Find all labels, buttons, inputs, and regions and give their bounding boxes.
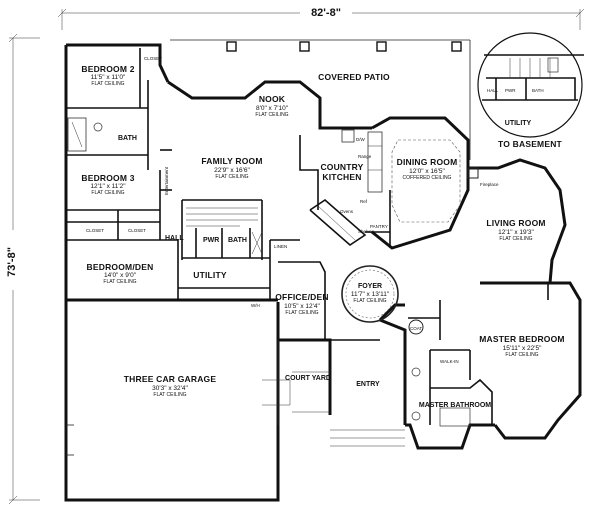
exterior-walls — [64, 43, 582, 502]
master-bath-label: MASTER BATHROOM — [419, 402, 491, 409]
ovens-label: Ovens — [340, 209, 354, 214]
overall-depth-label: 73'-8" — [6, 247, 18, 277]
interior-walls — [66, 48, 493, 456]
room-size: 10'5" x 12'4" — [284, 303, 320, 310]
closet-label: CLOSET — [144, 56, 162, 61]
hall-label: HALL — [165, 235, 184, 242]
room-office: OFFICE/DEN 10'5" x 12'4" FLAT CEILING — [275, 292, 328, 316]
room-name: BEDROOM 3 — [81, 173, 134, 183]
room-name: BEDROOM/DEN — [87, 262, 154, 272]
court-yard-label: COURT YARD — [285, 375, 331, 382]
fireplace-label: Fireplace — [480, 182, 499, 187]
room-name: LIVING ROOM — [486, 218, 545, 228]
room-size: 8'0" x 7'10" — [256, 105, 289, 112]
wh-label: W/H — [251, 303, 260, 308]
inset-hall-label: HALL — [487, 88, 499, 93]
room-foyer: FOYER 11'7" x 13'11" FLAT CEILING — [351, 283, 390, 304]
room-ceiling: FLAT CEILING — [499, 236, 532, 242]
inset-pwr-label: PWR — [505, 88, 516, 93]
linen-label: LINEN — [274, 244, 287, 249]
walk-in-label: WALK-IN — [440, 359, 459, 364]
room-living: LIVING ROOM 12'1" x 19'3" FLAT CEILING — [486, 218, 545, 242]
room-garage: THREE CAR GARAGE 30'3" x 32'4" FLAT CEIL… — [124, 374, 217, 398]
room-ceiling: FLAT CEILING — [215, 174, 248, 180]
inset-utility-label: UTILITY — [505, 120, 532, 127]
room-ceiling: FLAT CEILING — [153, 392, 186, 398]
room-size: 11'5" x 11'0" — [91, 74, 126, 81]
room-name: THREE CAR GARAGE — [124, 374, 217, 384]
pantry-label: PANTRY — [370, 224, 388, 229]
room-family: FAMILY ROOM 22'9" x 16'6" FLAT CEILING — [201, 156, 262, 180]
covered-patio-label: COVERED PATIO — [318, 72, 390, 82]
inset-bath-label: BATH — [532, 88, 544, 93]
range-label: Range — [358, 154, 372, 159]
room-name: FAMILY ROOM — [201, 156, 262, 166]
ref-label: Ref — [360, 199, 368, 204]
room-master: MASTER BEDROOM 15'11" x 22'5" FLAT CEILI… — [479, 334, 564, 358]
room-size: 12'1" x 19'3" — [498, 229, 534, 236]
covered-patio-outline — [170, 39, 471, 160]
bath-label: BATH — [118, 135, 137, 142]
room-name: BEDROOM 2 — [81, 64, 134, 74]
closet-c-label: CLOSET — [128, 228, 146, 233]
coat-label: COAT — [410, 326, 422, 331]
room-ceiling: FLAT CEILING — [255, 112, 288, 118]
room-size: 30'3" x 32'4" — [152, 385, 188, 392]
room-ceiling: FLAT CEILING — [285, 310, 318, 316]
room-size: 15'11" x 22'5" — [503, 345, 542, 352]
utility-label: UTILITY — [193, 270, 227, 280]
room-ceiling: FLAT CEILING — [103, 279, 136, 285]
room-ceiling: FLAT CEILING — [505, 352, 538, 358]
country-label: COUNTRY — [320, 162, 363, 172]
room-size: 12'1" x 11'2" — [90, 183, 126, 190]
entertainment-label: Entertainment — [164, 166, 169, 195]
closet-b-label: CLOSET — [86, 228, 104, 233]
room-nook: NOOK 8'0" x 7'10" FLAT CEILING — [255, 94, 288, 118]
room-size: 11'7" x 13'11" — [351, 291, 390, 298]
room-name: NOOK — [259, 94, 286, 104]
room-bedroom-den: BEDROOM/DEN 14'0" x 9'0" FLAT CEILING — [87, 262, 154, 285]
shelves-label: Shelves — [358, 229, 375, 234]
room-ceiling: FLAT CEILING — [91, 81, 124, 87]
room-ceiling: FLAT CEILING — [91, 190, 124, 196]
room-name: DINING ROOM — [397, 157, 458, 167]
dw-label: D/W — [356, 137, 366, 142]
room-ceiling: FLAT CEILING — [353, 298, 386, 304]
room-ceiling: COFFERED CEILING — [403, 175, 452, 181]
room-bedroom-3: BEDROOM 3 12'1" x 11'2" FLAT CEILING — [81, 173, 134, 196]
room-bedroom-2: BEDROOM 2 11'5" x 11'0" FLAT CEILING — [81, 64, 134, 87]
entry-label: ENTRY — [356, 381, 380, 388]
to-basement-label: TO BASEMENT — [498, 139, 563, 149]
basement-inset — [477, 32, 584, 138]
room-size: 22'9" x 16'6" — [214, 167, 250, 174]
overall-width-label: 82'-8" — [311, 7, 341, 19]
bath2-label: BATH — [228, 237, 247, 244]
room-size: 12'0" x 16'5" — [409, 168, 445, 175]
room-dining: DINING ROOM 12'0" x 16'5" COFFERED CEILI… — [397, 157, 458, 181]
room-name: OFFICE/DEN — [275, 292, 328, 302]
room-name: MASTER BEDROOM — [479, 334, 564, 344]
pwr-label: PWR — [203, 237, 219, 244]
kitchen-label: KITCHEN — [322, 172, 361, 182]
room-size: 14'0" x 9'0" — [104, 272, 137, 279]
room-name: FOYER — [358, 283, 382, 290]
